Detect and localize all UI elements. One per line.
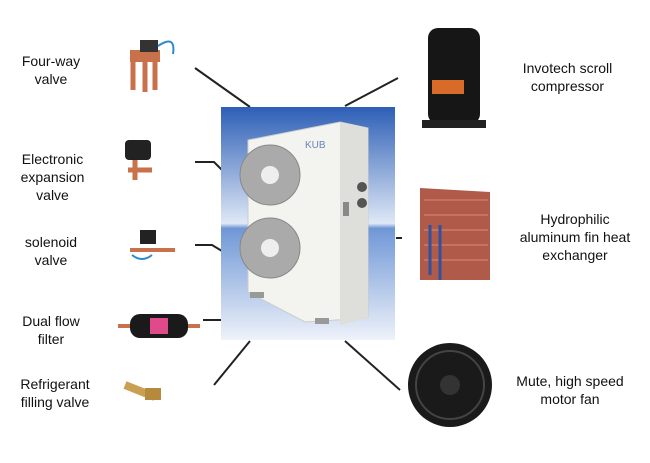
label-four-way-valve: Four-way valve xyxy=(21,53,81,87)
label-fin-heat-exchanger: Hydrophilic aluminum fin heat exchanger xyxy=(519,211,631,263)
label-motor-fan: Mute, high speed motor fan xyxy=(516,373,624,407)
motor-fan-icon xyxy=(408,343,492,427)
label-electronic-expansion-valve: Electronic expansion valve xyxy=(20,151,85,203)
expansion-valve-icon xyxy=(125,140,152,180)
label-dual-flow-filter: Dual flow filter xyxy=(22,313,80,347)
label-refrigerant-filling-valve: Refrigerant filling valve xyxy=(20,376,90,410)
solenoid-valve-icon xyxy=(130,230,175,260)
fin-heat-exchanger-icon xyxy=(420,188,490,280)
filter-drier-icon xyxy=(118,314,200,338)
label-scroll-compressor: Invotech scroll compressor xyxy=(522,60,613,94)
label-solenoid-valve: solenoid valve xyxy=(24,234,78,268)
unit-logo: KUB xyxy=(305,140,326,151)
heat-pump-unit-image xyxy=(221,107,395,340)
connector-lines xyxy=(194,67,402,391)
scroll-compressor-icon xyxy=(422,28,486,128)
four-way-valve-icon xyxy=(130,40,175,92)
filling-valve-icon xyxy=(123,381,161,401)
